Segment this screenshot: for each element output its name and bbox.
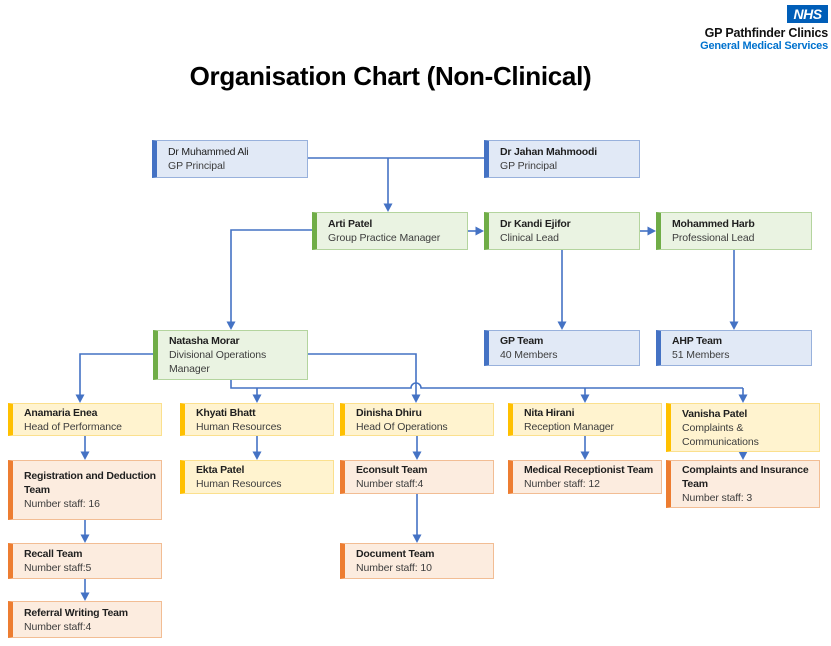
org-node-mohammed-harb[interactable]: Mohammed Harb Professional Lead <box>656 212 812 250</box>
node-name: Ekta Patel <box>196 464 245 476</box>
nhs-logo: NHS GP Pathfinder Clinics General Medica… <box>700 5 828 52</box>
node-role: Divisional Operations Manager <box>169 349 267 375</box>
node-name: Medical Receptionist Team <box>524 464 654 476</box>
node-name: Recall Team <box>24 548 83 560</box>
logo-org-name: GP Pathfinder Clinics <box>704 26 829 40</box>
node-role: Reception Manager <box>524 420 614 433</box>
node-name: Anamaria Enea <box>24 406 98 419</box>
node-name: Dr Jahan Mahmoodi <box>500 146 597 158</box>
node-role: Number staff:4 <box>24 620 92 633</box>
node-role: Clinical Lead <box>500 232 559 244</box>
connector-arti-to-natasha <box>226 229 312 330</box>
org-node-dr-muhammed-ali[interactable]: Dr Muhammed Ali GP Principal <box>152 140 308 178</box>
connector-natasha-to-anamaria <box>75 353 153 403</box>
node-role: Number staff: 16 <box>24 498 100 510</box>
org-node-referral-writing-team[interactable]: Referral Writing Team Number staff:4 <box>8 601 162 638</box>
node-role: Human Resources <box>196 478 282 490</box>
node-role: Head of Performance <box>24 420 122 433</box>
org-node-document-team[interactable]: Document Team Number staff: 10 <box>340 543 494 579</box>
org-node-nita-hirani[interactable]: Nita Hirani Reception Manager <box>508 403 662 436</box>
node-name: Arti Patel <box>328 218 373 230</box>
node-role: Complaints & Communications <box>682 421 759 448</box>
org-node-khyati-bhatt[interactable]: Khyati Bhatt Human Resources <box>180 403 334 436</box>
connector-natasha-to-dinisha <box>308 353 421 403</box>
node-name: Natasha Morar <box>169 335 240 347</box>
org-node-ahp-team[interactable]: AHP Team 51 Members <box>656 330 812 366</box>
node-role: 51 Members <box>672 349 730 361</box>
node-name: Dr Kandi Ejifor <box>500 218 571 230</box>
node-role: Number staff:4 <box>356 478 424 490</box>
org-node-registration-deduction-team[interactable]: Registration and Deduction Team Number s… <box>8 460 162 520</box>
node-role: Number staff: 12 <box>524 478 600 490</box>
org-node-arti-patel[interactable]: Arti Patel Group Practice Manager <box>312 212 468 250</box>
node-name: Nita Hirani <box>524 406 575 419</box>
node-name: Khyati Bhatt <box>196 406 256 419</box>
org-node-gp-team[interactable]: GP Team 40 Members <box>484 330 640 366</box>
node-role: Number staff: 10 <box>356 562 432 574</box>
node-role: Human Resources <box>196 420 282 433</box>
node-name: GP Team <box>500 335 544 347</box>
node-name: AHP Team <box>672 335 722 347</box>
org-node-vanisha-patel[interactable]: Vanisha Patel Complaints & Communication… <box>666 403 820 452</box>
org-node-complaints-insurance-team[interactable]: Complaints and Insurance Team Number sta… <box>666 460 820 508</box>
node-name: Dinisha Dhiru <box>356 406 422 419</box>
node-name: Mohammed Harb <box>672 218 755 230</box>
connector-natasha-bus <box>230 380 743 389</box>
node-name: Dr Muhammed Ali <box>168 146 249 158</box>
org-node-medical-receptionist-team[interactable]: Medical Receptionist Team Number staff: … <box>508 460 662 494</box>
org-node-ekta-patel[interactable]: Ekta Patel Human Resources <box>180 460 334 494</box>
node-name: Document Team <box>356 548 435 560</box>
node-role: Head Of Operations <box>356 420 448 433</box>
node-name: Complaints and Insurance Team <box>682 464 809 490</box>
node-role: 40 Members <box>500 349 558 361</box>
logo-tagline: General Medical Services <box>700 40 828 52</box>
node-role: Group Practice Manager <box>328 232 441 244</box>
node-name: Econsult Team <box>356 464 428 476</box>
node-role: Professional Lead <box>672 232 755 244</box>
node-name: Vanisha Patel <box>682 407 748 420</box>
org-node-econsult-team[interactable]: Econsult Team Number staff:4 <box>340 460 494 494</box>
page-title: Organisation Chart (Non-Clinical) <box>189 61 592 91</box>
org-node-dr-kandi-ejifor[interactable]: Dr Kandi Ejifor Clinical Lead <box>484 212 640 250</box>
node-name: Referral Writing Team <box>24 606 128 619</box>
node-role: GP Principal <box>500 160 557 172</box>
nhs-logo-icon: NHS <box>787 5 828 23</box>
node-role: GP Principal <box>168 160 225 172</box>
org-node-recall-team[interactable]: Recall Team Number staff:5 <box>8 543 162 579</box>
node-name: Registration and Deduction Team <box>24 470 156 496</box>
org-node-dinisha-dhiru[interactable]: Dinisha Dhiru Head Of Operations <box>340 403 494 436</box>
node-role: Number staff:5 <box>24 562 92 574</box>
node-role: Number staff: 3 <box>682 492 753 504</box>
org-node-dr-jahan-mahmoodi[interactable]: Dr Jahan Mahmoodi GP Principal <box>484 140 640 178</box>
org-node-anamaria-enea[interactable]: Anamaria Enea Head of Performance <box>8 403 162 436</box>
org-node-natasha-morar[interactable]: Natasha Morar Divisional Operations Mana… <box>153 330 308 380</box>
